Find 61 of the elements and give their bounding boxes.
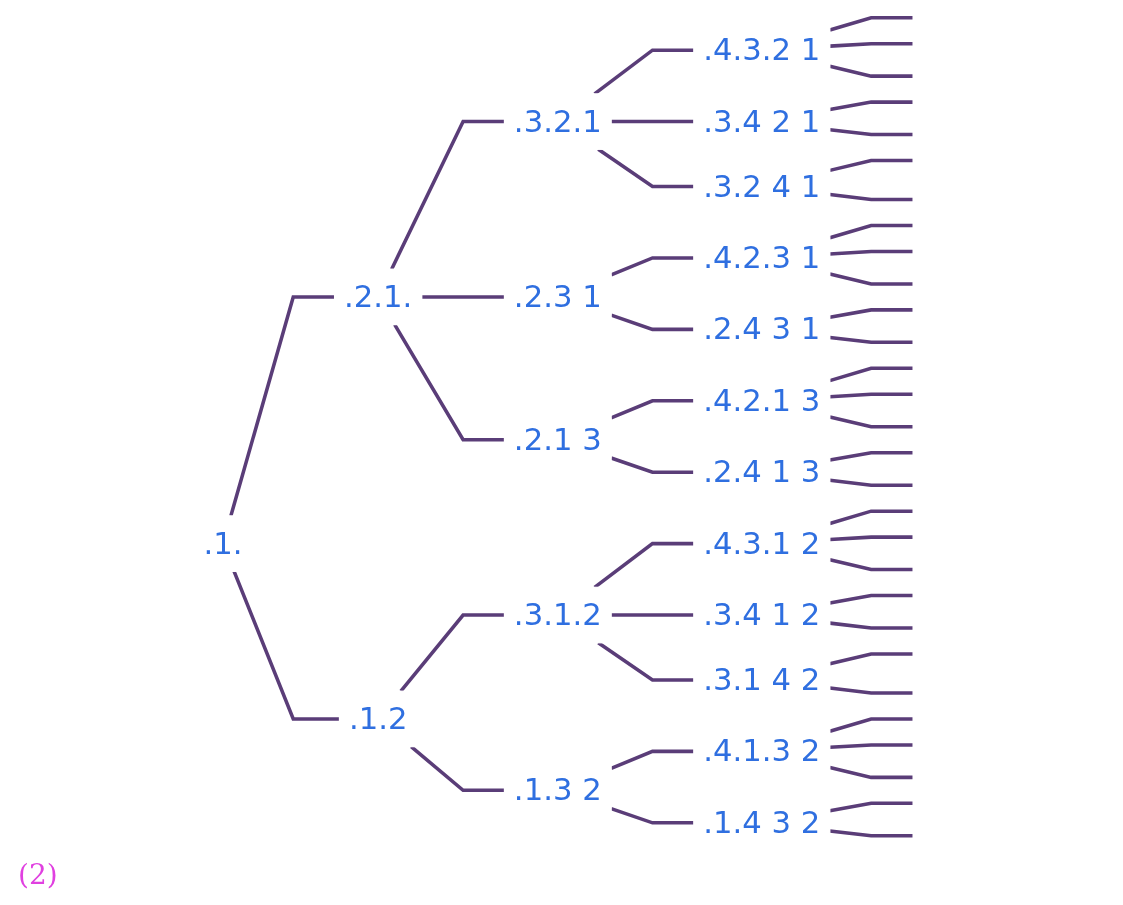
node-text: .3.2.1 (513, 103, 602, 139)
connector (829, 558, 913, 572)
node-text: .4.2.1 3 (703, 382, 821, 418)
connector (593, 541, 694, 589)
node-text: .2.3 1 (513, 278, 602, 315)
connector (829, 366, 913, 383)
connector (829, 15, 913, 32)
connector (829, 392, 913, 399)
node-text: .1. (203, 525, 243, 561)
connector (829, 249, 913, 256)
connector (829, 41, 913, 48)
connector (829, 621, 913, 630)
connector (829, 509, 913, 526)
connector (410, 745, 505, 793)
connector (829, 535, 913, 542)
connector (829, 765, 913, 780)
connector (829, 686, 913, 695)
connector (399, 613, 505, 693)
node-text: .3.1.2 (513, 596, 602, 633)
node-text: .3.4 1 2 (703, 596, 821, 633)
connector (829, 223, 913, 240)
connector (829, 272, 913, 286)
connector (829, 335, 913, 345)
connector (829, 100, 913, 112)
connector (597, 641, 694, 682)
connector (390, 119, 505, 270)
node-text: .1.2 (348, 700, 408, 737)
connector (611, 119, 694, 124)
connector (829, 717, 913, 733)
connector (829, 829, 913, 838)
node-text: .3.2 4 1 (703, 168, 821, 204)
connector (829, 593, 913, 605)
connector (829, 450, 913, 462)
connector (829, 64, 913, 78)
node-text: .3.4 2 1 (703, 103, 821, 139)
node-text: .3.1 4 2 (703, 661, 821, 698)
node-text: .1.3 2 (513, 772, 602, 808)
connector (829, 478, 913, 487)
node-text: .2.1 3 (513, 421, 602, 457)
connector (829, 652, 913, 666)
connector (829, 415, 913, 429)
connector (393, 323, 505, 442)
node-text: .2.4 3 1 (703, 311, 821, 347)
connector (829, 743, 913, 750)
connector (232, 570, 340, 721)
node-text: .2.1. (344, 278, 413, 315)
connector (829, 192, 913, 202)
connector (829, 158, 913, 173)
connector (611, 613, 694, 617)
node-text: .4.3.1 2 (703, 525, 821, 561)
connector (421, 295, 505, 299)
node-text: .4.3.2 1 (703, 31, 821, 68)
connector (829, 127, 913, 137)
connector (229, 295, 335, 517)
node-text: .2.4 1 3 (703, 453, 821, 490)
connector (829, 801, 913, 813)
node-text: .1.4 3 2 (703, 804, 821, 840)
connector (829, 308, 913, 319)
node-text: .4.1.3 2 (703, 733, 821, 769)
node-text: .4.2.3 1 (703, 239, 821, 276)
note-text: (2) (18, 858, 58, 891)
